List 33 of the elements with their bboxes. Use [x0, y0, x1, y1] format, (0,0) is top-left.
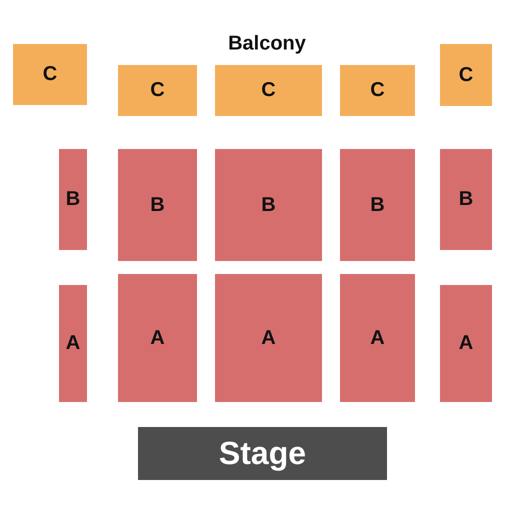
seating-section: [118, 274, 197, 402]
seating-section: [118, 149, 197, 261]
seating-section: [340, 274, 415, 402]
section-label: B: [66, 188, 80, 211]
section-label: C: [261, 79, 276, 102]
section-label: A: [66, 332, 80, 355]
section-label: C: [150, 79, 165, 102]
seating-section: [59, 149, 87, 250]
seating-section: [440, 285, 492, 402]
section-label: B: [370, 194, 385, 216]
section-label: A: [150, 326, 165, 350]
section-label: C: [370, 79, 385, 102]
seating-section: [215, 149, 322, 261]
balcony-section: [215, 65, 322, 116]
section-label: C: [42, 63, 58, 86]
seating-section: [440, 149, 492, 250]
seating-section: [59, 285, 87, 402]
section-label: B: [150, 194, 165, 216]
balcony-section: [340, 65, 415, 116]
balcony-section: [440, 44, 492, 106]
section-label: C: [458, 64, 474, 86]
section-label: Stage: [218, 435, 306, 472]
section-label: A: [370, 326, 385, 350]
section-label: B: [261, 194, 276, 216]
seating-section: [340, 149, 415, 261]
balcony-section: [13, 44, 87, 105]
balcony-section: [118, 65, 197, 116]
section-label: A: [261, 326, 276, 350]
area-label: Balcony: [228, 32, 306, 56]
section-label: A: [458, 332, 474, 355]
seating-section: [215, 274, 322, 402]
stage: [138, 427, 387, 480]
section-label: B: [458, 188, 474, 211]
